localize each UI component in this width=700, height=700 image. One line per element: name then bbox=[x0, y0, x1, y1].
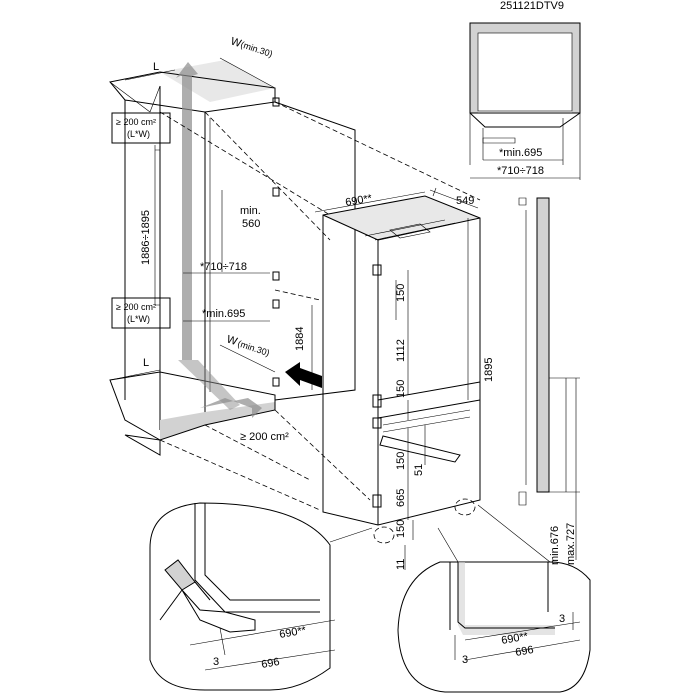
h150-low-label: 150 bbox=[395, 452, 407, 470]
br-696-label: 696 bbox=[514, 644, 534, 659]
vent-bottom-label: ≥ 200 cm² bbox=[240, 431, 289, 443]
W-top-label: W bbox=[229, 35, 243, 50]
max727-label: max.727 bbox=[565, 523, 577, 565]
bottom-left-detail bbox=[149, 502, 336, 691]
min676-label: min.676 bbox=[549, 526, 561, 565]
bottom-right-detail bbox=[397, 561, 591, 693]
W-bottom-label: W bbox=[225, 333, 239, 348]
h1112-label: 1112 bbox=[395, 339, 407, 362]
min560-line2: 560 bbox=[242, 218, 260, 230]
vent-mid-box bbox=[111, 297, 171, 329]
vent-top-line1: ≥ 200 cm² bbox=[116, 117, 156, 127]
niche-cabinet bbox=[109, 60, 356, 456]
tr-min695: *min.695 bbox=[499, 147, 542, 159]
vent-top-box bbox=[111, 112, 171, 144]
h51-label: 51 bbox=[413, 464, 425, 476]
br-690-label: 690** bbox=[500, 630, 529, 647]
min30-bottom-label: (min.30) bbox=[236, 338, 270, 358]
insert-arrow bbox=[285, 362, 322, 388]
h1895-label: 1895 bbox=[483, 358, 495, 382]
h150-bottom-label: 150 bbox=[395, 520, 407, 538]
br-3a-label: 3 bbox=[559, 613, 565, 625]
br-leader bbox=[437, 504, 551, 563]
appliance-body bbox=[322, 195, 481, 544]
top-right-section-view bbox=[469, 22, 581, 180]
br-3b-label: 3 bbox=[462, 654, 468, 666]
h1884-label: 1884 bbox=[294, 327, 306, 351]
bl-690-label: 690** bbox=[278, 624, 307, 641]
bl-696-label: 696 bbox=[260, 656, 280, 671]
vent-mid-line1: ≥ 200 cm² bbox=[116, 302, 156, 312]
d549-label: 549 bbox=[456, 195, 474, 207]
L-top-label: L bbox=[153, 61, 159, 73]
niche-dim-lines bbox=[109, 57, 276, 381]
min560-line1: min. bbox=[240, 205, 261, 217]
niche-height-label: 1886÷1895 bbox=[140, 210, 152, 265]
vent-mid-line2: (L*W) bbox=[127, 314, 150, 324]
min30-top-label: (min.30) bbox=[239, 39, 273, 59]
h150-top-label: 150 bbox=[395, 284, 407, 302]
tr-dim-lines bbox=[470, 159, 580, 179]
h11-label: 11 bbox=[395, 559, 407, 570]
bl-leader bbox=[329, 527, 373, 543]
install-guide-lines bbox=[159, 101, 481, 511]
w690-label: 690** bbox=[344, 192, 373, 209]
bl-3-label: 3 bbox=[213, 656, 219, 668]
h150-mid-label: 150 bbox=[395, 380, 407, 398]
model-code: 251121DTV9 bbox=[500, 0, 564, 12]
niche-695-label: *min.695 bbox=[202, 308, 245, 320]
niche-710-label: *710÷718 bbox=[200, 261, 247, 273]
vent-top-line2: (L*W) bbox=[127, 129, 150, 139]
right-side-profile bbox=[518, 197, 580, 560]
L-bottom-label: L bbox=[143, 357, 149, 369]
tr-710: *710÷718 bbox=[497, 165, 544, 177]
h665-label: 665 bbox=[395, 489, 407, 507]
appliance-dim-lines bbox=[314, 187, 479, 570]
